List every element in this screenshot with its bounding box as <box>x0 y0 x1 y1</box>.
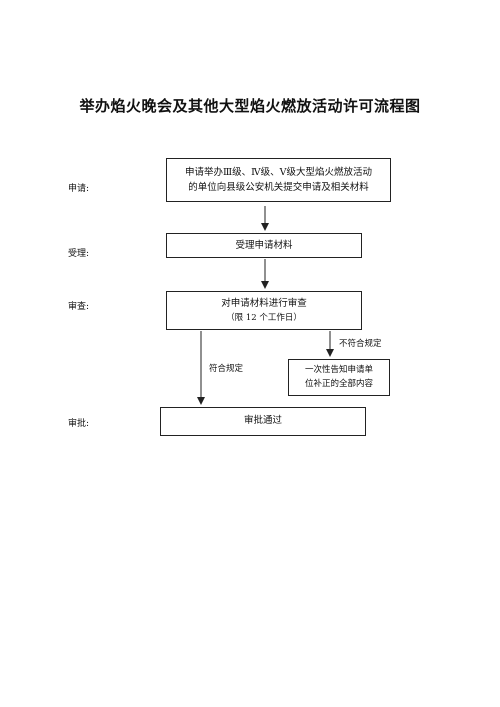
review-box-line2: （限 12 个工作日） <box>226 313 302 323</box>
accept-box: 受理申请材料 <box>166 233 362 258</box>
stage-label-apply: 申请: <box>68 184 90 194</box>
edge-label-compliant: 符合规定 <box>209 364 244 374</box>
review-box: 对申请材料进行审查 （限 12 个工作日） <box>166 291 362 330</box>
edge-label-not-compliant: 不符合规定 <box>339 339 382 349</box>
notify-box: 一次性告知申请单 位补正的全部内容 <box>288 359 390 396</box>
approve-box: 审批通过 <box>160 407 366 436</box>
notify-box-line2: 位补正的全部内容 <box>304 379 373 389</box>
apply-box-line1: 申请举办Ⅲ级、Ⅳ级、Ⅴ级大型焰火燃放活动 <box>184 167 372 178</box>
stage-label-approve: 审批: <box>68 419 90 429</box>
stage-label-review: 审查: <box>68 302 90 312</box>
notify-box-line1: 一次性告知申请单 <box>304 365 373 375</box>
accept-box-label: 受理申请材料 <box>235 240 293 251</box>
apply-box-line2: 的单位向县级公安机关提交申请及相关材料 <box>188 182 369 193</box>
page-title: 举办焰火晚会及其他大型焰火燃放活动许可流程图 <box>79 97 421 115</box>
approve-box-label: 审批通过 <box>243 415 282 426</box>
apply-box: 申请举办Ⅲ级、Ⅳ级、Ⅴ级大型焰火燃放活动 的单位向县级公安机关提交申请及相关材料 <box>166 158 391 202</box>
review-box-line1: 对申请材料进行审查 <box>221 298 307 309</box>
stage-label-accept: 受理: <box>68 249 90 259</box>
